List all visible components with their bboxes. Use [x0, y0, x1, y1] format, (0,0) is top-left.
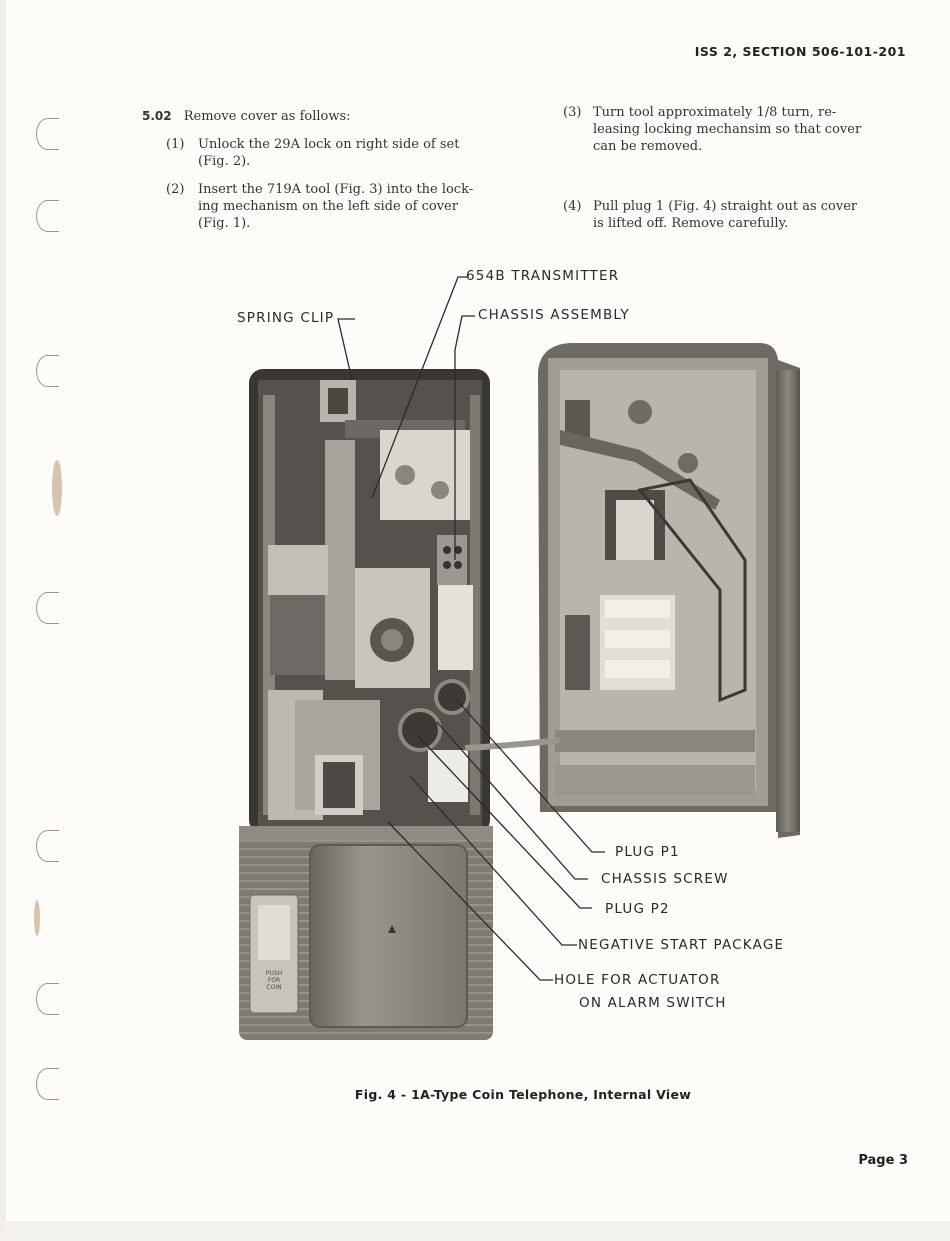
telephone-cover-right: [464, 343, 800, 838]
label-plug-p1: PLUG P1: [615, 844, 680, 860]
binder-hole-mark: [36, 1068, 59, 1100]
step-line: ing mechanism on the left side of cover: [198, 199, 458, 214]
label-chassis-screw: CHASSIS SCREW: [601, 871, 729, 887]
step-4: (4) Pull plug 1 (Fig. 4) straight out as…: [563, 198, 908, 232]
step-number: (1): [166, 137, 185, 152]
label-negative-start-package: NEGATIVE START PACKAGE: [578, 937, 785, 953]
label-654b-transmitter: 654B TRANSMITTER: [466, 268, 620, 284]
label-spring-clip: SPRING CLIP: [237, 310, 335, 326]
leader-lines: [337, 276, 605, 981]
step-2: (2) Insert the 719A tool (Fig. 3) into t…: [166, 181, 511, 232]
figure-caption: Fig. 4 - 1A-Type Coin Telephone, Interna…: [354, 1087, 692, 1102]
step-line: is lifted off. Remove carefully.: [593, 216, 789, 231]
step-number: (4): [563, 199, 582, 214]
paragraph-text: Remove cover as follows:: [183, 109, 351, 124]
step-line: Turn tool approximately 1/8 turn, re-: [593, 105, 837, 120]
binder-hole-mark: [36, 200, 59, 232]
step-line: Unlock the 29A lock on right side of set: [198, 137, 460, 152]
paper-stain: [34, 900, 40, 936]
label-hole-for-actuator: HOLE FOR ACTUATOR: [554, 972, 721, 988]
coin-plate-line: PUSH: [265, 970, 283, 977]
coin-plate-line: FOR: [267, 977, 281, 984]
binder-hole-mark: [36, 592, 59, 624]
step-1: (1) Unlock the 29A lock on right side of…: [166, 136, 511, 170]
label-plug-p2: PLUG P2: [605, 901, 670, 917]
binder-hole-mark: [36, 355, 59, 387]
coin-plate-text: PUSH FOR COIN: [252, 970, 296, 991]
paragraph-5-02: 5.02 Remove cover as follows:: [142, 108, 522, 125]
step-line: can be removed.: [593, 139, 703, 154]
step-line: Insert the 719A tool (Fig. 3) into the l…: [198, 182, 474, 197]
step-number: (2): [166, 182, 185, 197]
paragraph-number: 5.02: [142, 109, 172, 123]
coin-plate-line: COIN: [266, 984, 282, 991]
step-line: leasing locking mechansim so that cover: [593, 122, 862, 137]
coin-box-cover: [239, 826, 493, 1040]
paper-stain: [52, 460, 62, 516]
telephone-housing-left: [249, 369, 490, 834]
step-line: (Fig. 2).: [198, 154, 251, 169]
section-header: ISS 2, SECTION 506-101-201: [694, 44, 906, 59]
step-number: (3): [563, 105, 582, 120]
step-3: (3) Turn tool approximately 1/8 turn, re…: [563, 104, 908, 155]
binder-hole-mark: [36, 118, 59, 150]
page-number: Page 3: [858, 1153, 908, 1168]
binder-hole-mark: [36, 983, 59, 1015]
binder-hole-mark: [36, 830, 59, 862]
step-line: Pull plug 1 (Fig. 4) straight out as cov…: [593, 199, 858, 214]
label-on-alarm-switch: ON ALARM SWITCH: [579, 995, 727, 1011]
label-chassis-assembly: CHASSIS ASSEMBLY: [478, 307, 630, 323]
step-line: (Fig. 1).: [198, 216, 251, 231]
